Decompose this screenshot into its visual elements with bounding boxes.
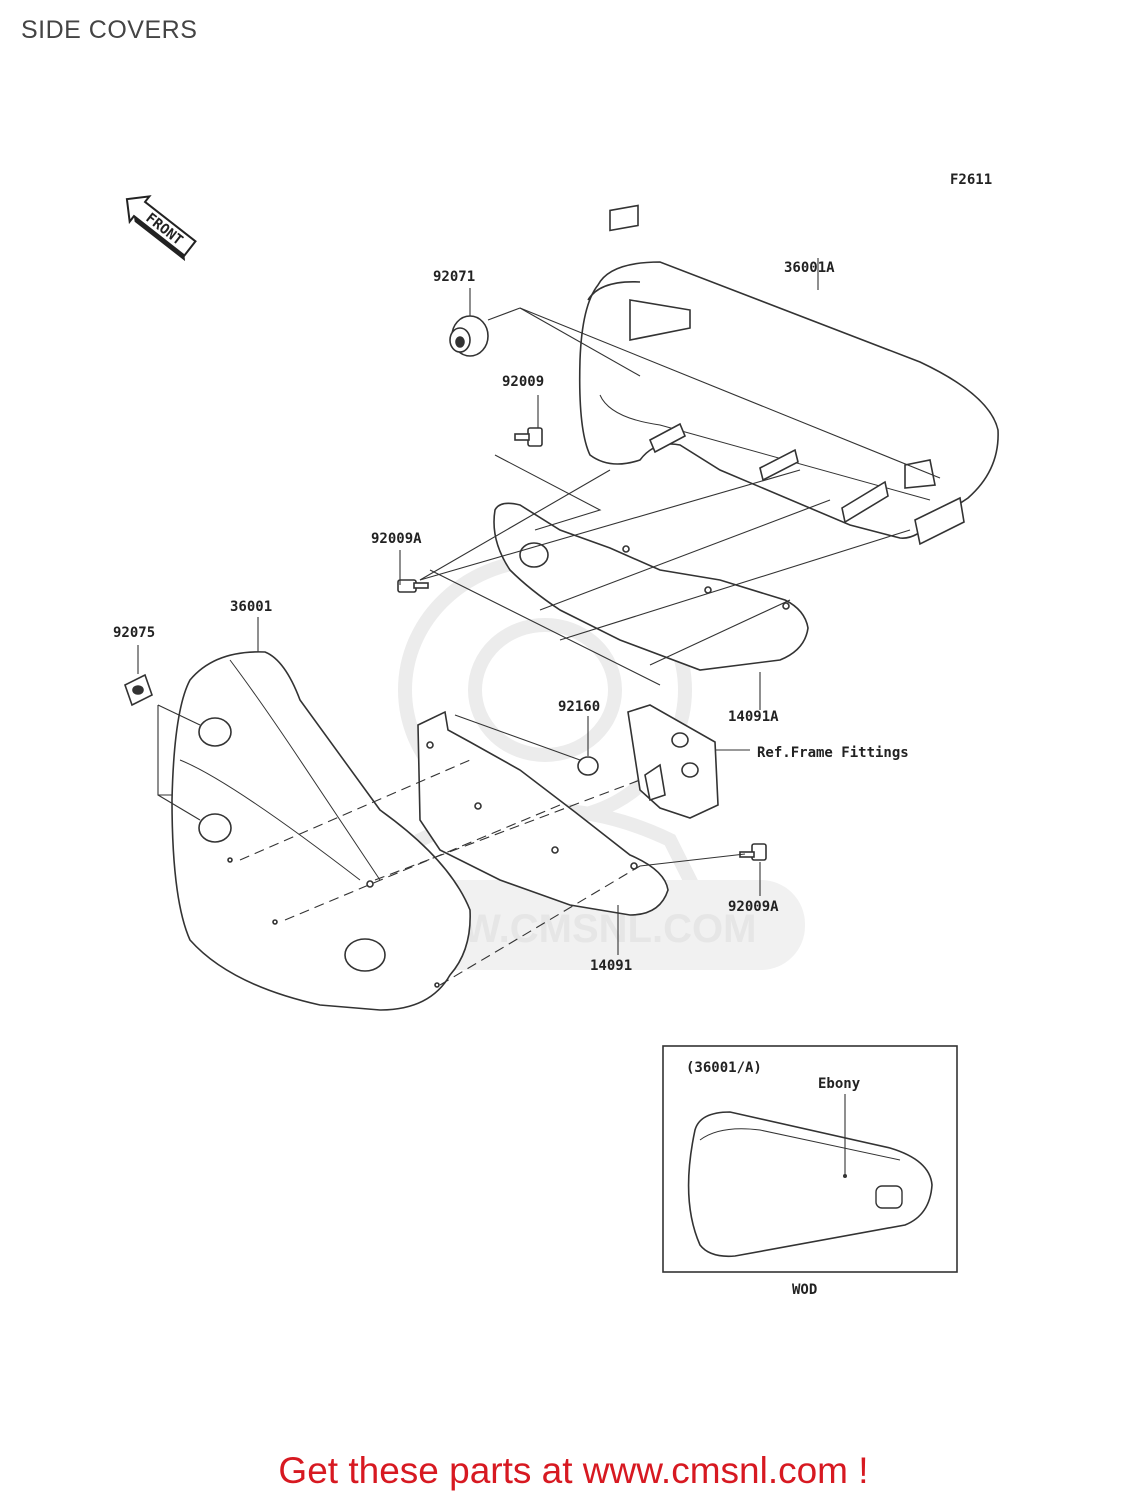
part-label-92009: 92009 (502, 374, 544, 390)
inset-color-label: Ebony (818, 1076, 861, 1092)
part-label-92071: 92071 (433, 269, 475, 285)
part-label-14091: 14091 (590, 958, 632, 974)
grommet-92075 (124, 673, 153, 707)
part-label-92075: 92075 (113, 625, 155, 641)
leader-lines (137, 258, 941, 986)
part-label-92009a-upper: 92009A (371, 531, 422, 547)
washer-92160 (577, 756, 599, 776)
bolt-92009 (514, 427, 543, 447)
part-label-ref-frame-fittings: Ref.Frame Fittings (757, 745, 909, 761)
frame-fitting (627, 704, 719, 819)
side-cover-36001 (171, 651, 471, 1011)
bolt-92009a-upper (397, 579, 429, 593)
part-label-92160: 92160 (558, 699, 600, 715)
inset-model: WOD (792, 1282, 817, 1298)
part-label-14091a: 14091A (728, 709, 779, 725)
bracket-14091 (417, 710, 669, 916)
inset-cover (687, 1111, 933, 1258)
bolt-92009a-lower (739, 843, 767, 861)
parts-diagram: WWW.CMSNL.COM F2611 FRONT (113, 172, 999, 1298)
color-inset: (36001/A) Ebony WOD (662, 1045, 958, 1298)
figure-code: F2611 (950, 172, 992, 188)
part-label-92009a-lower: 92009A (728, 899, 779, 915)
grommet-92071 (449, 315, 489, 357)
side-cover-36001a (578, 204, 999, 546)
part-label-36001: 36001 (230, 599, 272, 615)
footer-promo[interactable]: Get these parts at www.cmsnl.com ! (278, 1450, 869, 1491)
part-label-36001a: 36001A (784, 260, 835, 276)
front-arrow-icon: FRONT (125, 195, 197, 262)
page-title: SIDE COVERS (21, 16, 198, 44)
inset-title: (36001/A) (686, 1060, 762, 1076)
